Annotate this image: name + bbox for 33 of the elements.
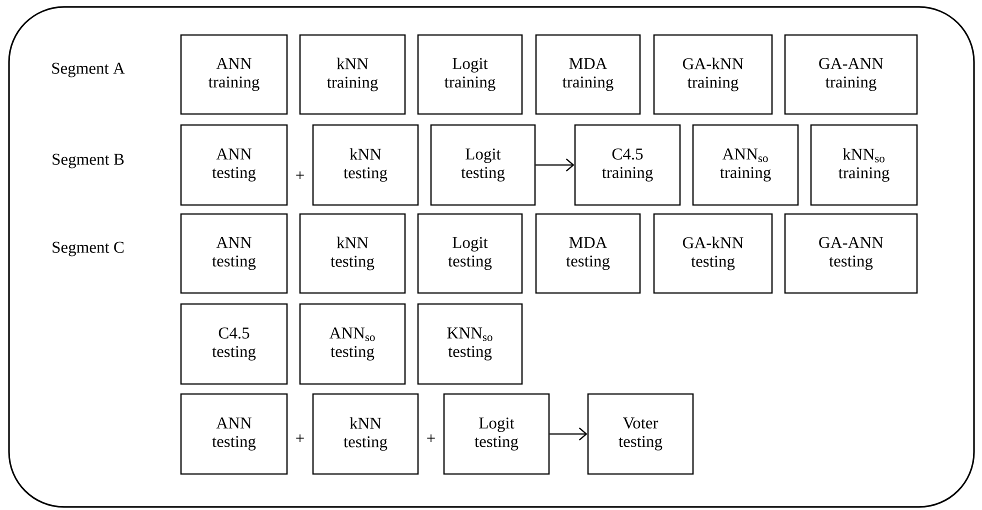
model-box: ANN training bbox=[180, 34, 288, 115]
arrow bbox=[536, 158, 574, 172]
model-box: kNN$_{so}$ training bbox=[810, 124, 918, 206]
segment-label: Segment A bbox=[52, 62, 125, 78]
plus-sign: + bbox=[296, 171, 304, 180]
model-box: ANN testing bbox=[180, 393, 288, 475]
model-box: MDA training bbox=[535, 34, 641, 115]
model-box: Logit testing bbox=[430, 124, 536, 206]
plus-sign: + bbox=[296, 434, 304, 442]
model-box: kNN testing bbox=[312, 124, 419, 206]
model-box: Logit testing bbox=[443, 393, 550, 475]
model-box: GA-kNN training bbox=[653, 34, 773, 115]
plus-sign: + bbox=[427, 434, 435, 442]
model-box: KNN$_{so}$ testing bbox=[417, 303, 523, 385]
model-box: GA-kNN testing bbox=[653, 213, 773, 294]
model-box: MDA testing bbox=[535, 213, 641, 294]
arrow bbox=[550, 428, 588, 440]
model-box: Logit training bbox=[417, 34, 523, 115]
model-box: ANN testing bbox=[180, 124, 288, 206]
model-box: kNN testing bbox=[312, 393, 419, 475]
segment-label: Segment C bbox=[52, 242, 124, 256]
model-box: GA-ANN testing bbox=[784, 213, 918, 294]
model-box: Logit testing bbox=[417, 213, 523, 294]
model-box: kNN training bbox=[299, 34, 406, 115]
model-box: C4.5 training bbox=[574, 124, 681, 206]
model-box: Voter testing bbox=[587, 393, 694, 475]
model-box: ANN testing bbox=[180, 213, 288, 294]
model-box: ANN$_{so}$ testing bbox=[299, 303, 406, 385]
model-box: ANN$_{so}$ training bbox=[692, 124, 799, 206]
model-box: C4.5 testing bbox=[180, 303, 288, 385]
segment-label: Segment B bbox=[52, 154, 124, 168]
model-box: kNN testing bbox=[299, 213, 406, 294]
model-box: GA-ANN training bbox=[784, 34, 918, 115]
